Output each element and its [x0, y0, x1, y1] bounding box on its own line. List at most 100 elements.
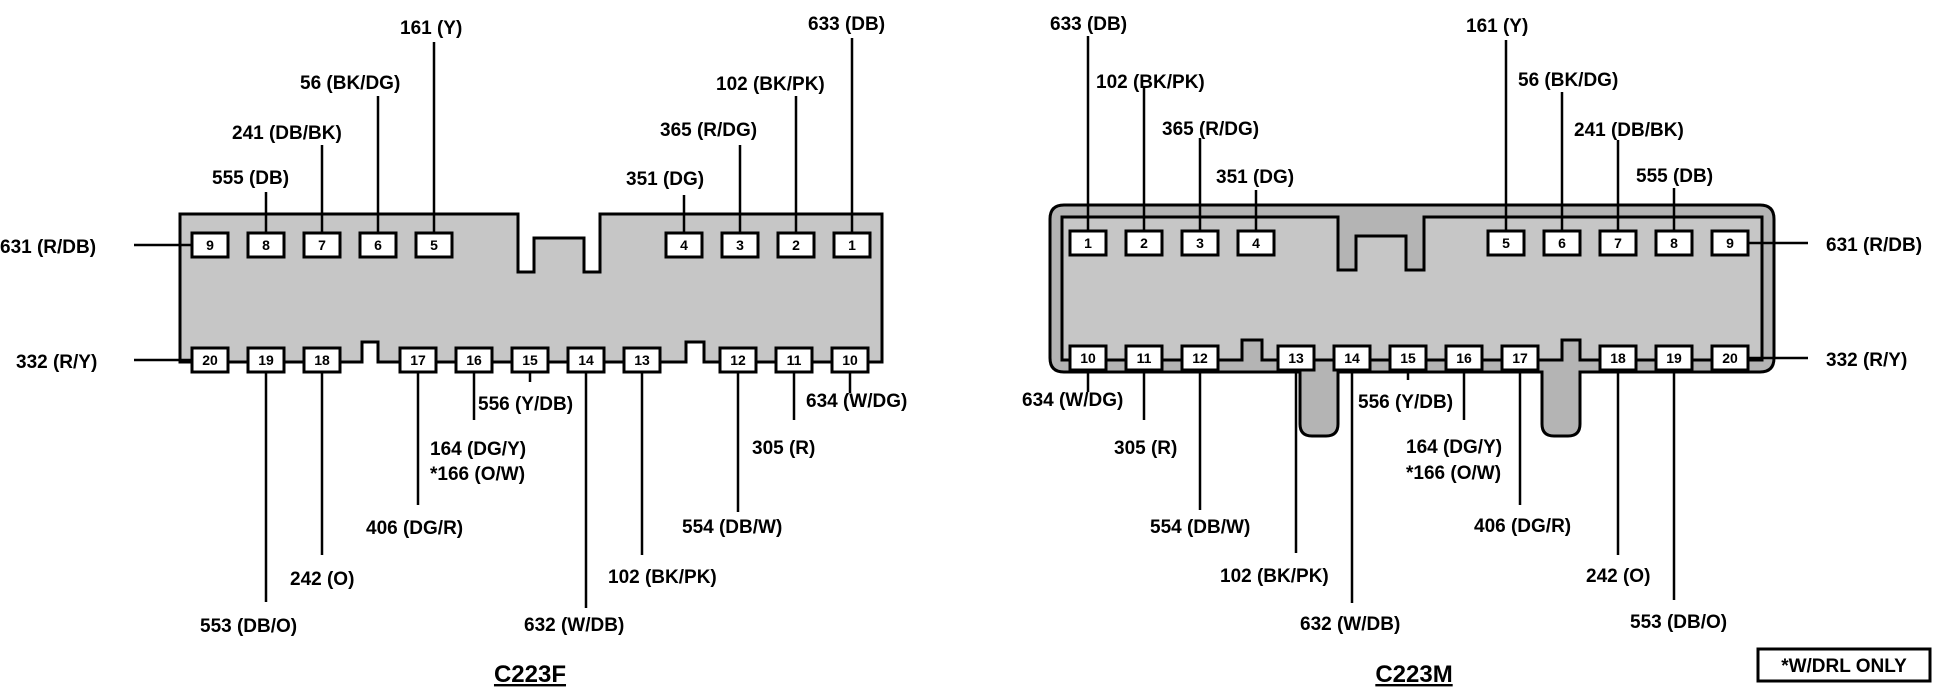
c223m-label-pin-9: 631 (R/DB): [1826, 235, 1922, 256]
c223f-pin-11: 11: [774, 346, 814, 374]
c223f-label-pin-16-alt: *166 (O/W): [430, 464, 525, 485]
svg-text:9: 9: [1726, 235, 1734, 251]
c223m-label-pin-12: 554 (DB/W): [1150, 517, 1250, 538]
svg-text:11: 11: [787, 352, 802, 368]
c223f-label-pin-20: 332 (R/Y): [16, 352, 97, 373]
c223m-label-pin-17: 406 (DG/R): [1474, 516, 1571, 537]
connector-c223f: 1 2 3 4 5 6 7 8 9 10 11 12 13 14 15 16 1…: [0, 14, 907, 688]
c223m-label-pin-3: 365 (R/DG): [1162, 119, 1259, 140]
svg-text:3: 3: [736, 237, 744, 253]
svg-text:8: 8: [262, 237, 270, 253]
c223m-label-pin-7: 241 (DB/BK): [1574, 120, 1684, 141]
svg-text:6: 6: [374, 237, 382, 253]
c223m-pin-10: 10: [1068, 344, 1108, 372]
c223m-pin-14: 14: [1332, 344, 1372, 372]
c223f-pin-6: 6: [358, 231, 398, 259]
c223f-label-pin-3: 365 (R/DG): [660, 120, 757, 141]
svg-text:1: 1: [848, 237, 856, 253]
c223m-pin-12: 12: [1180, 344, 1220, 372]
svg-text:7: 7: [318, 237, 326, 253]
c223f-wires: [134, 38, 854, 608]
svg-text:20: 20: [1722, 350, 1738, 366]
svg-text:4: 4: [680, 237, 688, 253]
svg-text:19: 19: [258, 352, 274, 368]
c223m-label-pin-5: 161 (Y): [1466, 16, 1528, 37]
c223f-label-pin-11: 305 (R): [752, 438, 815, 459]
svg-text:15: 15: [1400, 350, 1416, 366]
c223m-pin-18: 18: [1598, 344, 1638, 372]
c223m-pin-9: 9: [1710, 229, 1750, 257]
svg-text:16: 16: [1456, 350, 1472, 366]
c223m-pin-2: 2: [1124, 229, 1164, 257]
svg-text:5: 5: [430, 237, 438, 253]
svg-text:20: 20: [202, 352, 218, 368]
svg-text:8: 8: [1670, 235, 1678, 251]
c223m-pin-1: 1: [1068, 229, 1108, 257]
c223f-label-pin-9: 631 (R/DB): [0, 237, 96, 258]
c223f-label-pin-2: 102 (BK/PK): [716, 74, 825, 95]
c223m-label-pin-15: 556 (Y/DB): [1358, 392, 1453, 413]
svg-text:19: 19: [1666, 350, 1682, 366]
c223m-title: C223M: [1375, 661, 1452, 688]
c223f-label-pin-12: 554 (DB/W): [682, 517, 782, 538]
svg-text:3: 3: [1196, 235, 1204, 251]
connector-c223f-body: [178, 212, 884, 364]
c223m-pin-13: 13: [1276, 344, 1316, 372]
svg-text:17: 17: [410, 352, 426, 368]
c223f-label-pin-4: 351 (DG): [626, 169, 704, 190]
c223f-label-pin-16: 164 (DG/Y): [430, 439, 526, 460]
c223m-label-pin-4: 351 (DG): [1216, 167, 1294, 188]
c223m-label-pin-13: 102 (BK/PK): [1220, 566, 1329, 587]
c223f-pin-20: 20: [190, 346, 230, 374]
svg-text:18: 18: [1610, 350, 1626, 366]
svg-text:11: 11: [1137, 350, 1152, 366]
svg-text:5: 5: [1502, 235, 1510, 251]
c223m-label-pin-18: 242 (O): [1586, 566, 1650, 587]
c223f-pin-2: 2: [776, 231, 816, 259]
c223m-pin-5: 5: [1486, 229, 1526, 257]
c223m-pin-15: 15: [1388, 344, 1428, 372]
c223f-label-pin-10: 634 (W/DG): [806, 391, 907, 412]
c223m-pin-7: 7: [1598, 229, 1638, 257]
svg-text:17: 17: [1512, 350, 1528, 366]
c223f-pin-19: 19: [246, 346, 286, 374]
c223f-label-pin-13: 102 (BK/PK): [608, 567, 717, 588]
svg-text:14: 14: [578, 352, 594, 368]
svg-text:16: 16: [466, 352, 482, 368]
svg-text:7: 7: [1614, 235, 1622, 251]
c223m-pin-8: 8: [1654, 229, 1694, 257]
c223f-pin-18: 18: [302, 346, 342, 374]
c223m-pin-16: 16: [1444, 344, 1484, 372]
c223f-pin-13: 13: [622, 346, 662, 374]
c223m-pin-17: 17: [1500, 344, 1540, 372]
c223f-pin-7: 7: [302, 231, 342, 259]
svg-text:14: 14: [1344, 350, 1360, 366]
svg-text:10: 10: [842, 352, 858, 368]
c223f-label-pin-14: 632 (W/DB): [524, 615, 624, 636]
svg-text:13: 13: [634, 352, 650, 368]
svg-text:2: 2: [792, 237, 800, 253]
c223m-label-pin-16: 164 (DG/Y): [1406, 437, 1502, 458]
c223f-pin-16: 16: [454, 346, 494, 374]
c223f-label-pin-19: 553 (DB/O): [200, 616, 297, 637]
svg-text:2: 2: [1140, 235, 1148, 251]
c223m-label-pin-8: 555 (DB): [1636, 166, 1713, 187]
drl-note-text: *W/DRL ONLY: [1781, 656, 1907, 677]
c223f-title: C223F: [494, 661, 566, 688]
c223f-pin-15: 15: [510, 346, 550, 374]
c223m-wires: [1086, 36, 1808, 603]
c223m-pin-3: 3: [1180, 229, 1220, 257]
c223m-pin-11: 11: [1124, 344, 1164, 372]
c223f-label-pin-17: 406 (DG/R): [366, 518, 463, 539]
c223f-label-pin-1: 633 (DB): [808, 14, 885, 35]
c223m-pin-19: 19: [1654, 344, 1694, 372]
c223m-label-pin-11: 305 (R): [1114, 438, 1177, 459]
c223m-pin-4: 4: [1236, 229, 1276, 257]
svg-text:15: 15: [522, 352, 538, 368]
svg-text:12: 12: [1192, 350, 1208, 366]
drl-note: *W/DRL ONLY: [1756, 647, 1932, 683]
svg-text:12: 12: [730, 352, 746, 368]
c223f-label-pin-5: 161 (Y): [400, 18, 462, 39]
svg-text:6: 6: [1558, 235, 1566, 251]
